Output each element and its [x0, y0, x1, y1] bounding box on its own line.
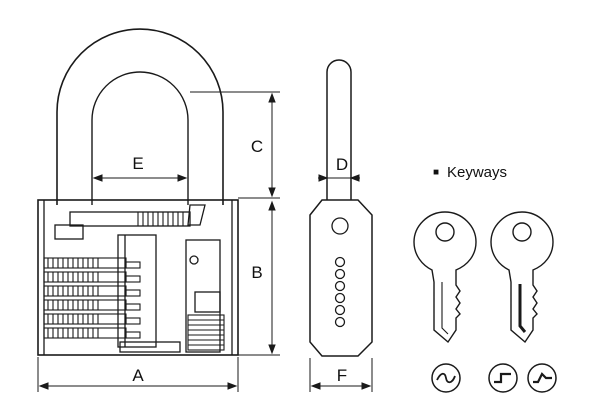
dimension-c	[190, 91, 280, 199]
dimension-f	[309, 358, 373, 392]
label-c: C	[251, 137, 263, 156]
lower-spring-box	[194, 291, 221, 313]
keyway-symbol-1	[431, 363, 461, 393]
top-spring	[137, 212, 184, 226]
key-right	[490, 211, 554, 344]
shackle-outer	[56, 28, 224, 205]
keyway-symbol-2	[488, 363, 518, 393]
cylinder-plug	[117, 234, 157, 348]
side-shackle	[326, 59, 352, 200]
key-left	[413, 211, 477, 344]
keyways-title: Keyways	[447, 164, 507, 181]
latch-block	[54, 224, 84, 240]
keyway-symbol-3	[527, 363, 557, 393]
label-b: B	[251, 263, 262, 282]
labels: E C D B A F ■ Keyways	[132, 137, 507, 385]
plug-tail	[119, 341, 181, 353]
label-a: A	[132, 366, 144, 385]
pivot-circle	[189, 255, 199, 265]
dimension-b	[238, 200, 280, 356]
side-body	[309, 199, 373, 357]
label-f: F	[337, 366, 347, 385]
keyways-bullet: ■	[433, 167, 439, 178]
lower-spring	[187, 314, 225, 351]
shackle-inner	[91, 71, 189, 205]
dimension-a	[37, 357, 239, 392]
front-view	[37, 28, 280, 392]
dimension-e	[92, 174, 188, 182]
label-e: E	[132, 154, 143, 173]
keyhole-circle	[331, 217, 349, 235]
pin-stack	[43, 257, 141, 339]
pin-holes	[334, 256, 346, 328]
latch-cam	[187, 204, 206, 226]
dimension-d	[318, 174, 360, 182]
label-d: D	[336, 155, 348, 174]
lock-body	[37, 199, 239, 356]
latch-bar	[69, 211, 191, 227]
side-view	[309, 59, 373, 392]
